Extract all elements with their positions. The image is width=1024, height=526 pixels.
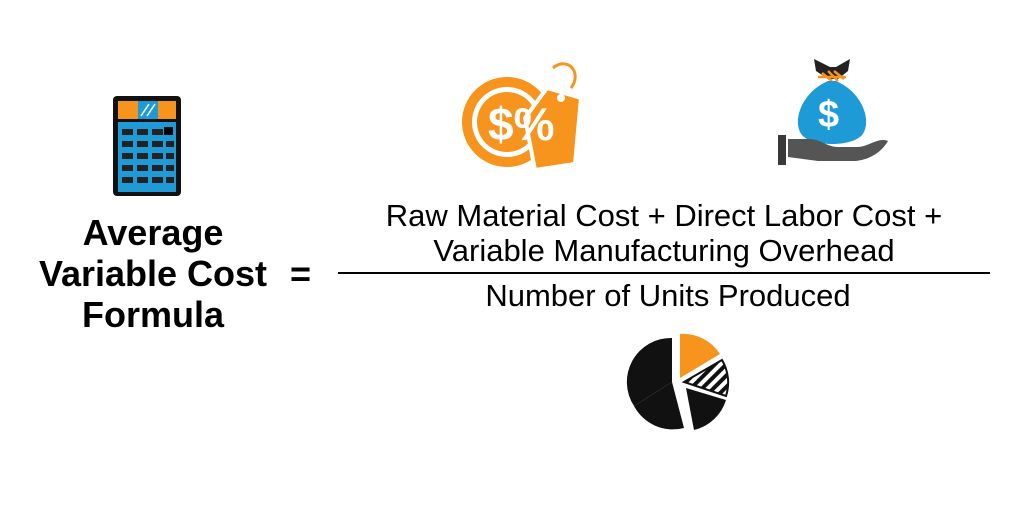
- money-bag-hand-icon: $: [778, 59, 888, 165]
- formula-numerator: Raw Material Cost + Direct Labor Cost + …: [338, 198, 990, 268]
- numerator-line-1: Raw Material Cost + Direct Labor Cost +: [385, 198, 943, 233]
- pie-chart-icon: [626, 333, 730, 430]
- fraction-bar: [338, 272, 990, 274]
- formula-denominator: Number of Units Produced: [485, 278, 851, 313]
- calculator-icon: [113, 96, 181, 196]
- title-line-2: Variable Cost: [38, 253, 268, 294]
- equals-sign: =: [290, 253, 312, 294]
- dollar-sign-glyph: $%: [488, 98, 554, 150]
- formula-title: Average Variable Cost Formula: [18, 212, 288, 335]
- title-line-3: Formula: [81, 294, 224, 335]
- dollar-percent-tag-icon: $%: [462, 62, 584, 173]
- numerator-line-2: Variable Manufacturing Overhead: [433, 233, 895, 268]
- title-line-1: Average: [82, 212, 224, 253]
- money-bag-dollar-glyph: $: [818, 94, 839, 136]
